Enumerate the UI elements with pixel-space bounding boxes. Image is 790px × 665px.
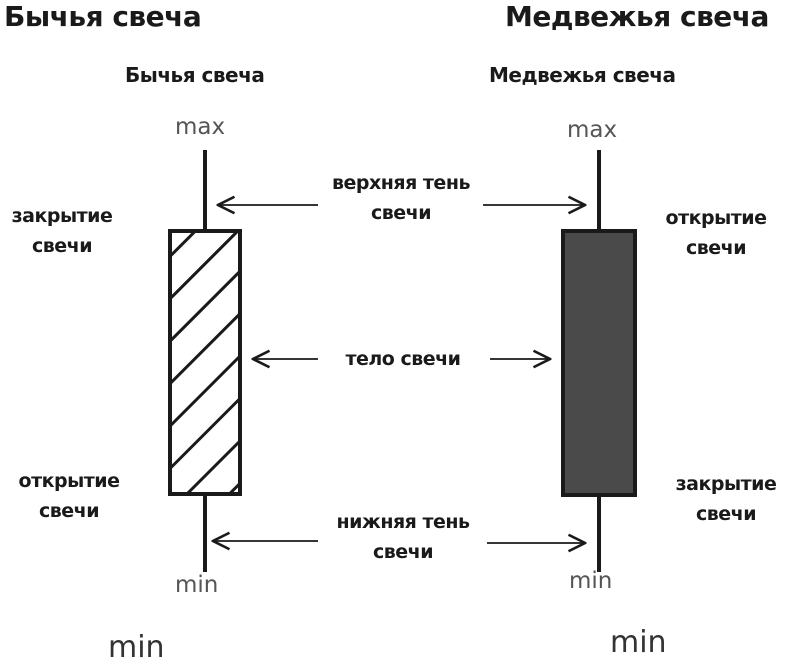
bull-close-label: закрытие свечи bbox=[11, 205, 113, 257]
bull-min-bottom-label: min bbox=[108, 630, 165, 665]
bear-candle-title: Медвежья свеча bbox=[505, 0, 769, 33]
bull-max-label: max bbox=[175, 114, 226, 140]
bull-candle-body bbox=[168, 229, 242, 496]
bear-candle-body bbox=[561, 229, 637, 497]
bear-candle-subtitle: Медвежья свеча bbox=[489, 63, 676, 87]
bear-min-label: min bbox=[569, 568, 613, 594]
lower-shadow-label: нижняя тень свечи bbox=[336, 511, 470, 563]
bull-min-label: min bbox=[175, 572, 219, 594]
bear-open-label: открытие свечи bbox=[665, 207, 767, 259]
upper-shadow-label: верхняя тень свечи bbox=[332, 172, 470, 224]
bull-open-label: открытие свечи bbox=[18, 470, 120, 522]
bear-close-label: закрытие свечи bbox=[675, 473, 777, 525]
bull-candle-title: Бычья свеча bbox=[4, 0, 202, 33]
bull-candle-subtitle: Бычья свеча bbox=[125, 63, 265, 87]
bear-min-bottom-label: min bbox=[610, 625, 667, 660]
bear-max-label: max bbox=[567, 117, 618, 143]
body-label: тело свечи bbox=[345, 348, 461, 370]
